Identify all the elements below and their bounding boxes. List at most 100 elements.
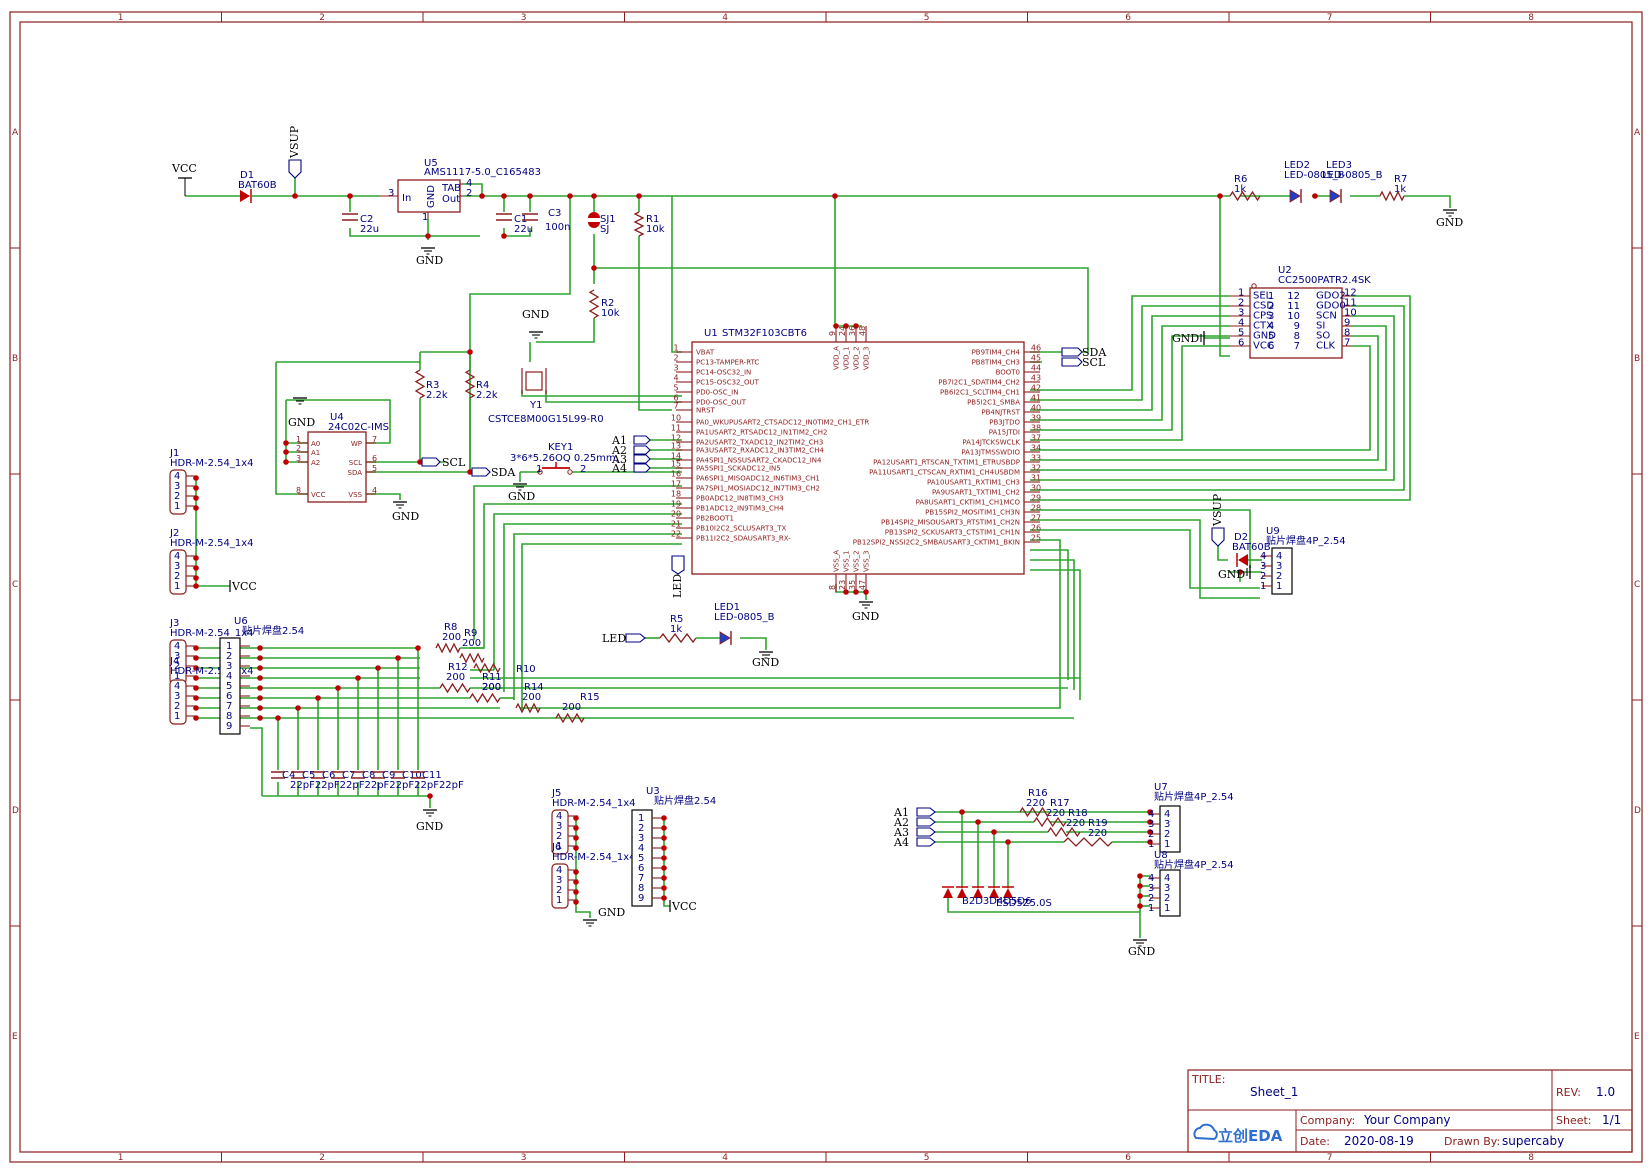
svg-text:3: 3 — [1260, 561, 1266, 572]
d2-value: BAT60B — [1232, 542, 1271, 553]
rev-label: REV: — [1556, 1086, 1581, 1099]
u1-left-pin-name: VBAT — [696, 349, 715, 357]
u5-pin-out: Out — [442, 194, 460, 205]
svg-text:1: 1 — [638, 813, 644, 824]
date-label: Date: — [1300, 1135, 1330, 1148]
u1-right-pin-name: PB7I2C1_SDATIM4_CH2 — [938, 379, 1020, 387]
u5-num-4: 4 — [466, 178, 472, 189]
gnd-symbol: GND — [752, 651, 779, 669]
u1-left-pin-name: PC13-TAMPER-RTC — [696, 359, 759, 367]
a1-flag-u7: A1 — [893, 806, 909, 819]
svg-text:5: 5 — [226, 681, 232, 692]
svg-text:3: 3 — [1164, 883, 1170, 894]
r15-value: 200 — [562, 702, 581, 713]
r14-value: 200 — [522, 692, 541, 703]
led-led3: LED3 LED-0805_B — [1322, 160, 1383, 203]
u1-top-pin-num: 9 — [828, 331, 837, 336]
pad-u6-ref: U6 — [234, 616, 248, 627]
u2-right-pin-name: SO — [1316, 331, 1330, 342]
u2-left-pin-num-outer: 1 — [1238, 288, 1244, 299]
u1-left-pin-num: 5 — [673, 384, 678, 393]
frame-col-label-bottom: 2 — [319, 1153, 325, 1163]
scl-flag-u4: SCL — [442, 456, 466, 469]
frame-row-label-left: C — [12, 580, 18, 590]
u1-bottom-pin-name: VSS_A — [833, 550, 841, 572]
svg-text:4: 4 — [226, 671, 232, 682]
r5-value: 1k — [670, 624, 682, 635]
r7-value: 1k — [1394, 184, 1406, 195]
u1-bottom-pin-name: VSS_3 — [863, 550, 871, 572]
vsup-flag: VSUP — [288, 125, 302, 179]
u1-left-pin-name: NRST — [696, 407, 716, 415]
gnd-label: GND — [416, 254, 443, 267]
u1-top-pin-name: VDD_A — [833, 346, 841, 370]
svg-text:1: 1 — [174, 671, 180, 682]
svg-text:8: 8 — [226, 711, 232, 722]
r11-value: 200 — [482, 682, 501, 693]
frame-col-label-bottom: 1 — [118, 1153, 124, 1163]
u1-right-pin-name: PA15JTDI — [989, 429, 1020, 437]
u1-right-pin-name: PA12USART1_RTSCAN_TXTIM1_ETRUSBDP — [873, 459, 1020, 467]
u1-left-pin-num: 1 — [673, 344, 678, 353]
header-j2-ref: J2 — [169, 528, 179, 539]
u1-right-pin-name: PB8TIM4_CH3 — [972, 359, 1020, 367]
caps-value-row: 22pF22pF22pF22pF22pF22pF22pF — [290, 780, 464, 791]
resistor-body — [469, 692, 501, 704]
u2-right-pin-num-inner: 10 — [1287, 311, 1300, 322]
gnd-symbol: GND — [288, 397, 315, 429]
u4-pin-name: WP — [351, 440, 362, 448]
cap-ref: C9 — [382, 770, 395, 781]
frame-col-label-top: 1 — [118, 13, 124, 23]
led2-value: LED-0805_B — [1284, 170, 1345, 181]
header-j4-value: HDR-M-2.54_1x4 — [170, 666, 254, 677]
sj1-ref: SJ1 — [600, 214, 616, 225]
a3-flag-u1: A3 — [611, 453, 627, 466]
diode-d2: D2 BAT60B — [1232, 532, 1271, 567]
u2-right-pin-name: SCN — [1316, 311, 1337, 322]
resistor-body — [633, 211, 645, 237]
svg-text:4: 4 — [174, 551, 180, 562]
cap-ref: C4 — [282, 770, 295, 781]
frame-col-label-top: 6 — [1125, 13, 1131, 23]
header-j4-ref: J4 — [169, 656, 179, 667]
gnd-symbol: GND — [416, 247, 443, 267]
vsup-label: VSUP — [288, 125, 301, 159]
svg-text:2: 2 — [174, 491, 180, 502]
u2-left-pin-name: CSD — [1253, 301, 1274, 312]
u1-left-pin-num: 20 — [671, 510, 681, 519]
u1-right-pin-name: PB4NJTRST — [981, 409, 1020, 417]
u2-right-pin-num-inner: 7 — [1294, 341, 1300, 352]
resistor-body — [439, 682, 471, 694]
r3-ref: R3 — [426, 380, 439, 391]
resistor-body — [435, 642, 461, 654]
pad-u3-ref: U3 — [646, 786, 660, 797]
svg-text:2: 2 — [174, 701, 180, 712]
gnd-symbol: GND — [852, 601, 879, 623]
gnd-label: GND — [1218, 568, 1245, 581]
header-j3-ref: J3 — [169, 618, 179, 629]
u1-right-pin-num: 33 — [1031, 454, 1041, 463]
u1-right-pin-num: 42 — [1031, 384, 1041, 393]
u4-pin-num: 5 — [372, 464, 377, 473]
u1-top-pin-name: VDD_3 — [863, 346, 871, 370]
svg-text:3: 3 — [174, 481, 180, 492]
svg-text:2: 2 — [638, 823, 644, 834]
u1-top-pin-num: 48 — [858, 326, 867, 336]
u1-right-pin-name: PA13JTMSSWDIO — [961, 449, 1020, 457]
frame-row-label-left: A — [12, 128, 19, 138]
cap-ref: C8 — [362, 770, 375, 781]
c2-ref: C2 — [360, 214, 373, 225]
u2-left-pin-num-outer: 4 — [1238, 318, 1244, 329]
d2-ref: D2 — [1234, 532, 1248, 543]
esd-diode — [973, 888, 983, 898]
svg-text:1: 1 — [174, 501, 180, 512]
frame-row-label-right: B — [1634, 354, 1640, 364]
svg-text:1: 1 — [174, 581, 180, 592]
